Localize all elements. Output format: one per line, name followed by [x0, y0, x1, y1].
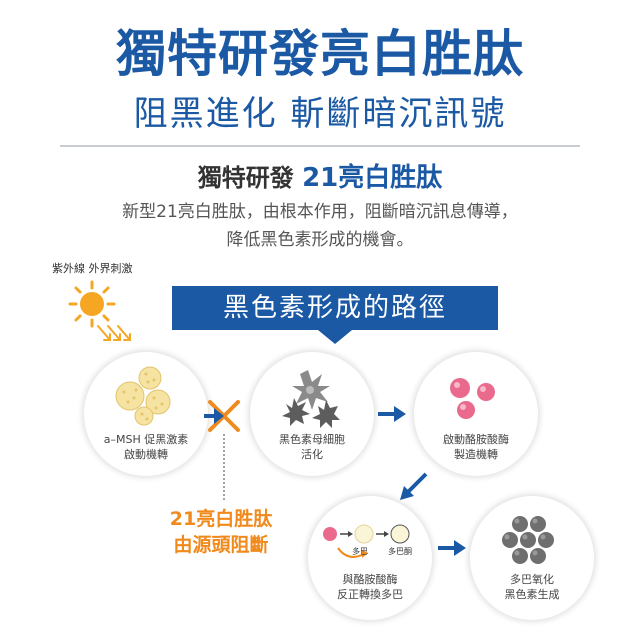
block-label: 21亮白胜肽 由源頭阻斷	[160, 506, 282, 558]
arrow-icon	[378, 406, 406, 422]
intro-description: 新型21亮白胜肽，由根本作用，阻斷暗沉訊息傳導， 降低黑色素形成的機會。	[0, 198, 640, 254]
step-label-melanin-line1: 多巴氧化	[510, 573, 554, 586]
banner-pointer	[318, 330, 352, 344]
melanocyte-icon	[282, 370, 340, 428]
step-label-tyrosinase-line1: 啟動酪胺酸酶	[443, 433, 509, 446]
arrow-icon	[400, 472, 428, 500]
step-label-dopa: 與酪胺酸酶 反正轉換多巴	[308, 572, 432, 602]
step-label-tyrosinase-line2: 製造機轉	[454, 448, 498, 461]
step-label-melanocyte-line2: 活化	[301, 448, 323, 461]
pathway-banner: 黑色素形成的路徑	[172, 286, 498, 330]
block-label-line1: 21亮白胜肽	[169, 508, 273, 530]
step-circle-dopa	[308, 496, 432, 620]
step-label-melanin: 多巴氧化 黑色素生成	[470, 572, 594, 602]
step-label-msh: a–MSH 促黑激素 啟動機轉	[84, 432, 208, 462]
dopa-conversion-icon	[323, 524, 410, 558]
intro-heading: 獨特研發 21亮白胜肽	[0, 157, 640, 194]
tyrosinase-icon	[450, 378, 495, 419]
step-label-melanocyte-line1: 黑色素母細胞	[279, 433, 345, 446]
block-x-icon	[204, 400, 240, 432]
step-circle-melanocyte	[250, 352, 374, 476]
divider	[60, 145, 580, 147]
page-title: 獨特研發亮白胜肽	[116, 25, 524, 83]
step-label-dopa-line2: 反正轉換多巴	[337, 588, 403, 601]
step-label-msh-line1: a–MSH 促黑激素	[103, 433, 189, 446]
step-label-melanocyte: 黑色素母細胞 活化	[250, 432, 374, 462]
step-circle-tyrosinase	[414, 352, 538, 476]
dopa-label: 多巴	[352, 547, 368, 556]
block-dashed-line	[223, 434, 225, 500]
dopaquinone-label: 多巴酮	[388, 547, 412, 556]
description-line-2: 降低黑色素形成的機會。	[226, 230, 414, 250]
step-label-melanin-line2: 黑色素生成	[504, 588, 560, 601]
uv-label: 紫外線 外界刺激	[52, 262, 133, 275]
arrow-icon	[438, 540, 466, 556]
intro-heading-prefix: 獨特研發	[197, 164, 294, 192]
sun-icon	[68, 280, 131, 341]
step-label-dopa-line1: 與酪胺酸酶	[342, 573, 398, 586]
step-label-tyrosinase: 啟動酪胺酸酶 製造機轉	[414, 432, 538, 462]
step-label-msh-line2: 啟動機轉	[124, 448, 168, 461]
page-subtitle: 阻黑進化 斬斷暗沉訊號	[133, 94, 507, 134]
block-label-line2: 由源頭阻斷	[173, 534, 269, 556]
description-line-1: 新型21亮白胜肽，由根本作用，阻斷暗沉訊息傳導，	[122, 202, 518, 222]
intro-heading-highlight: 21亮白胜肽	[302, 163, 443, 193]
msh-cells-icon	[115, 366, 171, 426]
melanin-cluster-icon	[502, 516, 554, 564]
